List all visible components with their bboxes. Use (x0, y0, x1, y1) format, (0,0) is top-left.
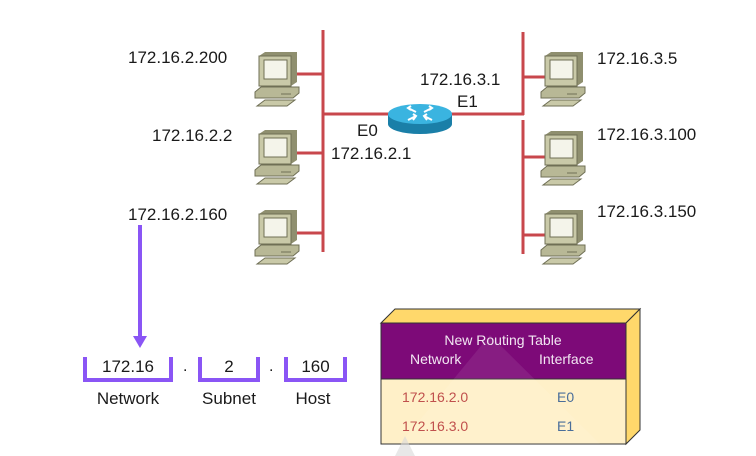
computer-icon[interactable] (254, 129, 300, 185)
separator-dot: . (269, 358, 274, 375)
host-address-label: 172.16.2.2 (152, 126, 233, 145)
e0-address-label: 172.16.2.1 (331, 144, 412, 163)
routing-table-title: New Routing Table (444, 332, 562, 348)
routing-table-network-cell: 172.16.2.0 (402, 389, 469, 405)
host-address-label: 172.16.3.150 (597, 202, 697, 221)
network-segment-label: Network (96, 389, 160, 408)
subnet-segment-label: Subnet (202, 389, 256, 408)
host-address-label: 172.16.3.100 (597, 125, 697, 144)
host-bracket (284, 357, 347, 382)
host-address-label: 172.16.2.200 (128, 48, 228, 67)
separator-dot: . (183, 358, 188, 375)
watermark (395, 436, 415, 456)
host-address-label: 172.16.3.5 (597, 49, 678, 68)
subnet-bracket (198, 357, 260, 382)
e1-interface-label: E1 (457, 92, 478, 111)
subnet-segment-value: 2 (224, 357, 234, 376)
e0-interface-label: E0 (357, 121, 378, 140)
computer-icon[interactable] (254, 51, 300, 107)
arrow-head-icon (133, 336, 147, 348)
routing-table-interface-cell: E1 (557, 418, 575, 434)
e1-address-label: 172.16.3.1 (420, 70, 501, 89)
routing-table-network-cell: 172.16.3.0 (402, 418, 469, 434)
routing-table-box (379, 307, 642, 446)
network-segment-value: 172.16 (102, 357, 154, 376)
routing-table-header-interface: Interface (539, 351, 594, 367)
computer-icon[interactable] (540, 130, 586, 186)
computer-icon[interactable] (540, 209, 586, 265)
host-segment-value: 160 (301, 357, 330, 376)
router-icon[interactable] (388, 104, 452, 134)
computer-icon[interactable] (540, 51, 586, 107)
computer-icon[interactable] (254, 209, 300, 265)
host-segment-label: Host (295, 389, 331, 408)
routing-table-header-network: Network (410, 351, 462, 367)
host-address-label: 172.16.2.160 (128, 205, 228, 224)
routing-table-interface-cell: E0 (557, 389, 575, 405)
network-bracket (83, 357, 173, 382)
